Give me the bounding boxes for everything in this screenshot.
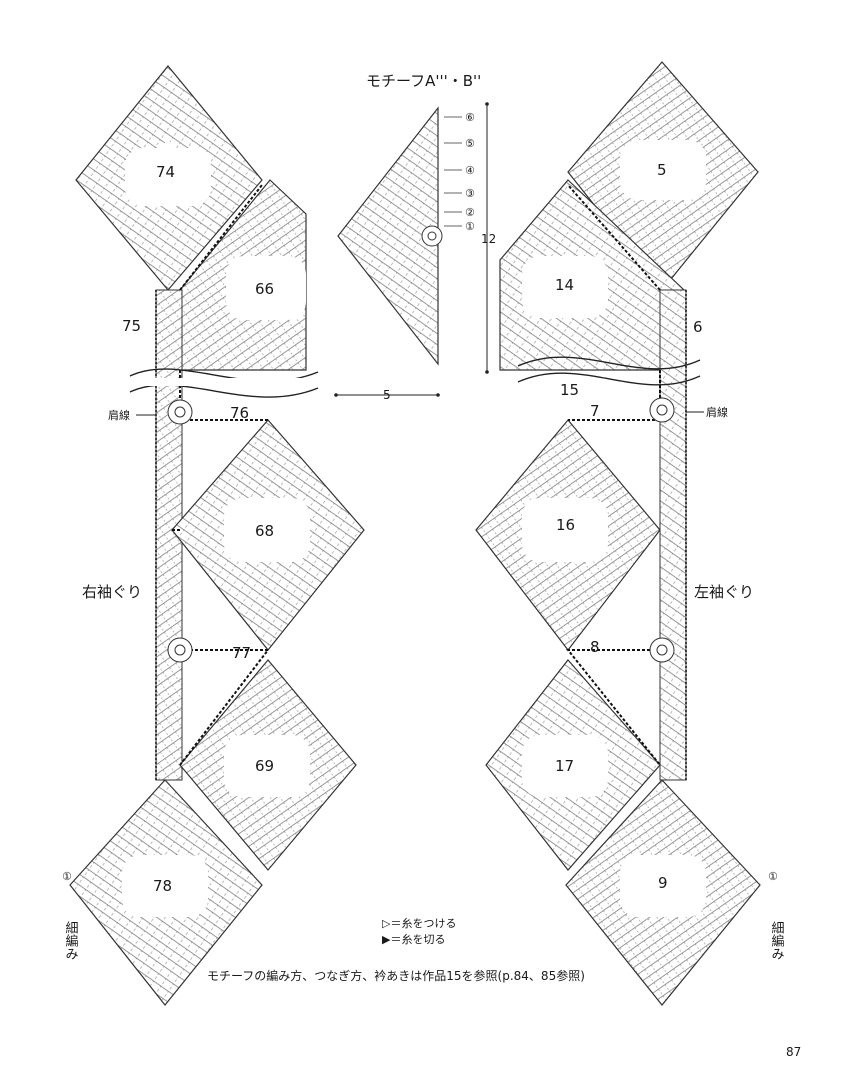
motif-number: 76 <box>230 404 249 422</box>
page-number: 87 <box>786 1045 801 1059</box>
motif-number: 15 <box>560 381 579 399</box>
motif-number: 69 <box>255 757 274 775</box>
instructions-note: モチーフの編み方、つなぎ方、衿あきは作品15を参照(p.84、85参照) <box>207 968 585 983</box>
height-dimension: 12 <box>481 232 496 246</box>
right-armhole-label: 右袖ぐり <box>82 583 142 601</box>
right-strip <box>475 61 761 1006</box>
left-armhole-label: 左袖ぐり <box>694 583 754 601</box>
motif-number: 74 <box>156 163 175 181</box>
round-3-label: ③ <box>465 187 475 200</box>
width-dimension: 5 <box>383 388 391 402</box>
edge-round-mark: ① <box>62 870 72 883</box>
motif-number: 6 <box>693 318 703 336</box>
motif-number: 9 <box>658 874 668 892</box>
motif-number: 78 <box>153 877 172 895</box>
round-5-label: ⑤ <box>465 137 475 150</box>
legend-attach-yarn: ▷＝糸をつける <box>382 917 456 930</box>
motif-number: 14 <box>555 276 574 294</box>
shoulder-line-label: 肩線 <box>108 408 130 422</box>
legend-cut-yarn: ▶＝糸を切る <box>382 933 445 946</box>
motif-number: 8 <box>590 638 600 656</box>
sc-edge-label: 細編み <box>769 921 785 960</box>
round-2-label: ② <box>465 206 475 219</box>
motif-number: 7 <box>590 402 600 420</box>
left-strip <box>69 65 365 1006</box>
round-6-label: ⑥ <box>465 111 475 124</box>
shoulder-line-label: 肩線 <box>706 405 728 419</box>
motif-number: 66 <box>255 280 274 298</box>
edge-round-mark: ① <box>768 870 778 883</box>
motif-title: モチーフA'''・B'' <box>366 72 481 90</box>
motif-number: 17 <box>555 757 574 775</box>
motif-number: 16 <box>556 516 575 534</box>
motif-number: 77 <box>232 644 251 662</box>
sc-edge-label: 細編み <box>63 921 79 960</box>
motif-number: 75 <box>122 317 141 335</box>
round-1-label: ① <box>465 220 475 233</box>
motif-a-b-diagram <box>334 102 489 397</box>
motif-number: 5 <box>657 161 667 179</box>
round-4-label: ④ <box>465 164 475 177</box>
motif-number: 68 <box>255 522 274 540</box>
